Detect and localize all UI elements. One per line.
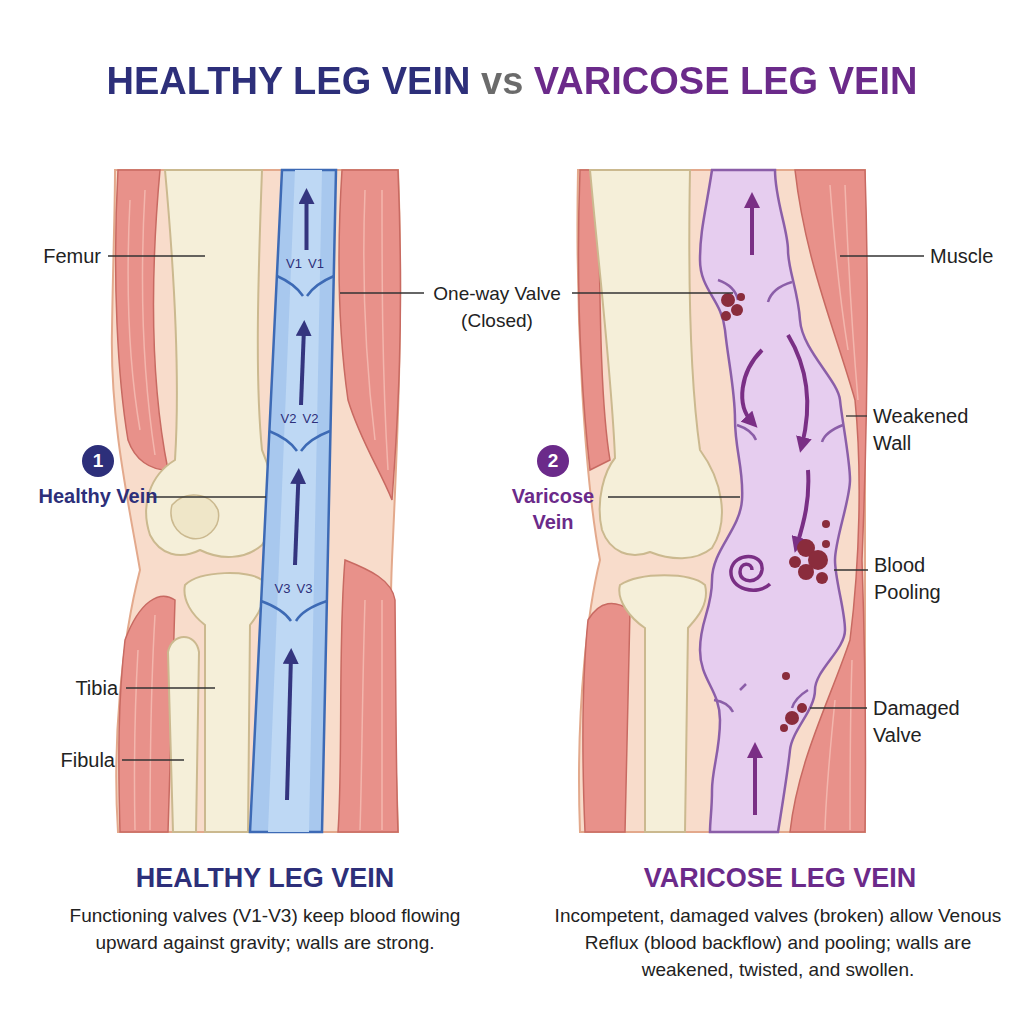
broken-valve: [737, 425, 843, 442]
part-label: Femur: [11, 244, 101, 268]
reflux-arrow: [788, 335, 807, 445]
callout-number: 2: [548, 450, 559, 472]
part-label: Weakened Wall: [873, 403, 983, 457]
blood-clot: [785, 711, 799, 725]
blood-clot: [721, 293, 735, 307]
reflux-arrow: [797, 470, 808, 545]
fibula-bone: [168, 637, 199, 832]
blood-clot: [737, 293, 745, 301]
title: HEALTHY LEG VEIN vs VARICOSE LEG VEIN: [107, 58, 918, 104]
callout-circle: 2Varicose Vein: [537, 445, 569, 477]
leader-line: [608, 496, 740, 497]
muscle: [119, 596, 175, 832]
callout-label: Varicose Vein: [493, 483, 613, 535]
valve-label: V2: [271, 411, 297, 427]
flow-arrow: [305, 196, 309, 250]
muscle: [116, 170, 168, 470]
muscle: [339, 170, 400, 500]
leader-line: [108, 255, 205, 256]
part-label: Damaged Valve: [873, 695, 983, 749]
callout-circle: 1Healthy Vein: [82, 445, 114, 477]
blood-clot: [816, 572, 828, 584]
leader-line: [846, 415, 867, 416]
blood-clot: [798, 564, 814, 580]
flow-arrow: [301, 328, 304, 405]
valve-label: V3: [265, 581, 291, 597]
blood-clot: [782, 672, 790, 680]
reflux-arrow: [742, 350, 762, 422]
part-label: Muscle: [930, 244, 1015, 268]
blood-clot: [731, 304, 743, 316]
flow-arrow: [287, 656, 291, 800]
muscle: [338, 560, 398, 832]
blood-clot: [822, 520, 830, 528]
panel-caption: Incompetent, damaged valves (broken) all…: [543, 902, 1013, 983]
part-label: One-way Valve (Closed): [417, 280, 577, 334]
muscle: [583, 603, 630, 832]
callout-label: Healthy Vein: [38, 483, 158, 509]
blood-clot: [797, 703, 807, 713]
panel-heading: HEALTHY LEG VEIN: [45, 862, 485, 894]
leader-line: [122, 759, 184, 760]
blood-clot: [721, 311, 731, 321]
damaged-valve: [714, 684, 808, 712]
healthy-vein: [250, 170, 336, 832]
blood-clot: [789, 556, 801, 568]
callout-number: 1: [93, 450, 104, 472]
knee-condyle: [171, 495, 219, 539]
flow-arrow: [295, 476, 299, 565]
part-label: Tibia: [28, 676, 118, 700]
blood-clot: [780, 724, 788, 732]
valve: [261, 601, 327, 621]
valve-label: V1: [308, 256, 334, 272]
valve: [277, 276, 334, 296]
leader-lines: [108, 256, 924, 760]
varicose-vein: [700, 170, 850, 832]
flow-arrow: [750, 200, 754, 255]
leader-line: [810, 707, 867, 708]
tibia-bone: [619, 575, 706, 832]
leader-line: [572, 292, 733, 293]
valve-label: V3: [297, 581, 323, 597]
valve-label: V1: [276, 256, 302, 272]
valve: [269, 431, 330, 451]
leader-line: [148, 496, 266, 497]
flow-arrow: [753, 750, 757, 815]
part-label: Blood Pooling: [874, 552, 984, 606]
leader-line: [834, 569, 868, 570]
part-label: Fibula: [25, 748, 115, 772]
femur-bone: [146, 170, 274, 557]
leader-line: [340, 292, 424, 293]
panel-caption: Functioning valves (V1-V3) keep blood fl…: [65, 902, 465, 956]
swirl: [731, 557, 770, 591]
blood-clots: [721, 293, 830, 732]
leader-line: [126, 687, 215, 688]
leader-line: [840, 255, 924, 256]
blood-clot: [822, 540, 830, 548]
panel-heading: VARICOSE LEG VEIN: [560, 862, 1000, 894]
valve-label: V2: [303, 411, 329, 427]
